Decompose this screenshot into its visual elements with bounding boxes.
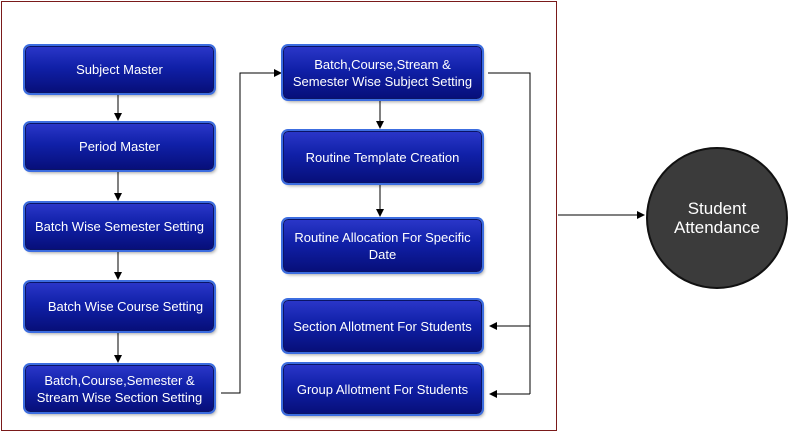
batch-wise-course-setting-box: Batch Wise Course Setting [25,282,214,331]
box-label: Subject Master [76,62,163,77]
box-label: Batch,Course,Stream & Semester Wise Subj… [292,56,473,89]
box-label: Batch Wise Semester Setting [34,219,205,234]
section-allotment-box: Section Allotment For Students [283,300,482,352]
arrow-section-to-subject-setting [221,69,282,394]
routine-template-creation-box: Routine Template Creation [283,131,482,183]
box-label: Batch Wise Course Setting [47,299,204,314]
box-label: Batch,Course,Semester & Stream Wise Sect… [36,372,203,405]
period-master-box: Period Master [25,123,214,170]
section-setting-box: Batch,Course,Semester & Stream Wise Sect… [25,365,214,412]
bus-line [488,72,531,394]
group-allotment-box: Group Allotment For Students [283,364,482,414]
box-label: Group Allotment For Students [296,381,469,397]
routine-allocation-box: Routine Allocation For Specific Date [283,219,482,272]
box-label: Period Master [79,139,160,154]
subject-master-box: Subject Master [25,46,214,93]
subject-setting-box: Batch,Course,Stream & Semester Wise Subj… [283,46,482,99]
box-label: Routine Template Creation [305,149,460,165]
box-label: Routine Allocation For Specific Date [294,229,471,262]
batch-wise-semester-setting-box: Batch Wise Semester Setting [25,203,214,250]
student-attendance-node: Student Attendance [646,147,788,289]
diagram-frame [1,1,557,431]
box-label: Section Allotment For Students [293,318,472,334]
student-attendance-label: Student Attendance [673,199,760,237]
